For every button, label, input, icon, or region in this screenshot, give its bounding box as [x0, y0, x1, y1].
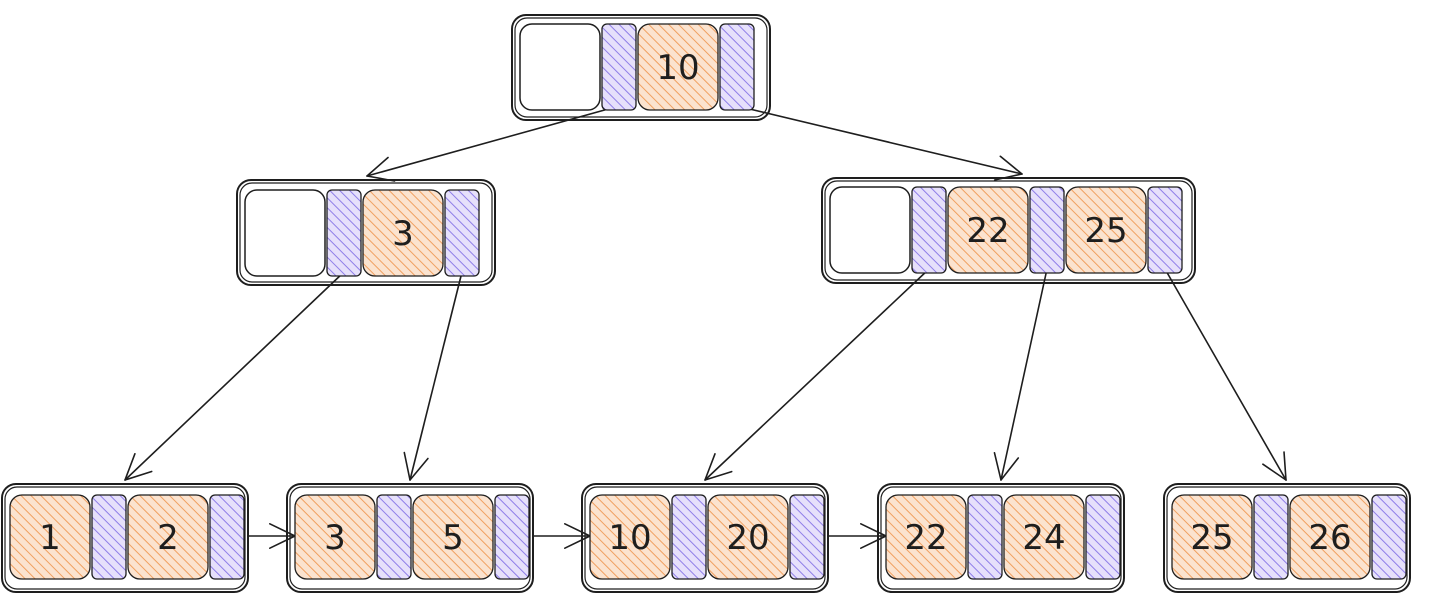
key-label: 25	[1190, 518, 1233, 558]
arrow-shaft	[366, 105, 620, 177]
key-label: 2	[157, 518, 179, 558]
pointer-cell	[1371, 494, 1407, 580]
key-cell	[1289, 494, 1371, 580]
arrow-head	[993, 451, 1020, 481]
key-cell	[412, 494, 494, 580]
key-label: 3	[392, 214, 414, 254]
node-inner-border	[289, 486, 531, 590]
key-label: 22	[966, 211, 1009, 251]
pointer-cell	[209, 494, 245, 580]
tree-node-leaf-4: 22 24	[877, 483, 1125, 593]
pointer-cell	[1029, 186, 1065, 274]
pointer-cell	[1085, 494, 1121, 580]
pointer-cell	[91, 494, 127, 580]
key-cell	[637, 23, 719, 111]
key-label: 25	[1084, 211, 1127, 251]
edge-internal-left-to-leaf-1	[124, 271, 345, 481]
pointer-cell	[494, 494, 530, 580]
pointer-cell	[444, 189, 480, 277]
arrow-shaft	[736, 105, 1023, 175]
arrow-shaft	[704, 268, 930, 481]
edges-layer	[124, 105, 1287, 549]
empty-slot	[244, 189, 326, 277]
node-inner-border	[1166, 486, 1408, 590]
node-outer-border	[286, 483, 534, 593]
key-label: 20	[726, 518, 769, 558]
key-label: 24	[1022, 518, 1065, 558]
node-inner-border	[824, 180, 1193, 281]
node-inner-border	[514, 17, 768, 118]
empty-slot	[829, 186, 911, 274]
node-inner-border	[4, 486, 246, 590]
node-outer-border	[877, 483, 1125, 593]
key-label: 10	[608, 518, 651, 558]
node-outer-border	[511, 14, 771, 121]
tree-node-root: 10	[511, 14, 771, 121]
key-label: 26	[1308, 518, 1351, 558]
node-outer-border	[821, 177, 1196, 284]
key-label: 1	[39, 518, 61, 558]
edge-internal-right-to-leaf-4	[993, 268, 1048, 481]
pointer-cell	[967, 494, 1003, 580]
tree-node-internal-right: 22 25	[821, 177, 1196, 284]
arrow-head	[124, 453, 153, 481]
edge-internal-right-to-leaf-5	[1164, 268, 1287, 481]
pointer-cell	[671, 494, 707, 580]
node-inner-border	[239, 182, 493, 283]
node-inner-border	[584, 486, 826, 590]
node-outer-border	[581, 483, 829, 593]
pointer-cell	[1147, 186, 1183, 274]
key-label: 10	[656, 48, 699, 88]
arrow-head	[403, 451, 429, 481]
tree-node-internal-left: 3	[236, 179, 496, 286]
pointer-cell	[326, 189, 362, 277]
pointer-cell	[789, 494, 825, 580]
key-cell	[1171, 494, 1253, 580]
arrow-head	[1262, 451, 1287, 481]
key-cell	[9, 494, 91, 580]
key-cell	[294, 494, 376, 580]
pointer-cell	[601, 23, 637, 111]
key-cell	[1065, 186, 1147, 274]
node-outer-border	[236, 179, 496, 286]
key-cell	[947, 186, 1029, 274]
arrow-shaft	[124, 271, 345, 481]
arrow-shaft	[1000, 268, 1048, 481]
arrow-shaft	[1164, 268, 1287, 481]
node-inner-border	[880, 486, 1122, 590]
key-label: 5	[442, 518, 464, 558]
edge-internal-left-to-leaf-2	[403, 271, 463, 481]
key-label: 22	[904, 518, 947, 558]
tree-node-leaf-5: 25 26	[1163, 483, 1411, 593]
edge-internal-right-to-leaf-3	[704, 268, 930, 481]
arrow-shaft	[409, 271, 463, 481]
pointer-cell	[719, 23, 755, 111]
tree-node-leaf-3: 10 20	[581, 483, 829, 593]
edge-root-to-internal-right	[736, 105, 1023, 181]
key-cell	[589, 494, 671, 580]
key-label: 3	[324, 518, 346, 558]
key-cell	[1003, 494, 1085, 580]
key-cell	[127, 494, 209, 580]
empty-slot	[519, 23, 601, 111]
pointer-cell	[911, 186, 947, 274]
arrow-head	[704, 453, 733, 481]
node-outer-border	[1163, 483, 1411, 593]
key-cell	[707, 494, 789, 580]
pointer-cell	[376, 494, 412, 580]
key-cell	[885, 494, 967, 580]
key-cell	[362, 189, 444, 277]
pointer-cell	[1253, 494, 1289, 580]
node-outer-border	[1, 483, 249, 593]
